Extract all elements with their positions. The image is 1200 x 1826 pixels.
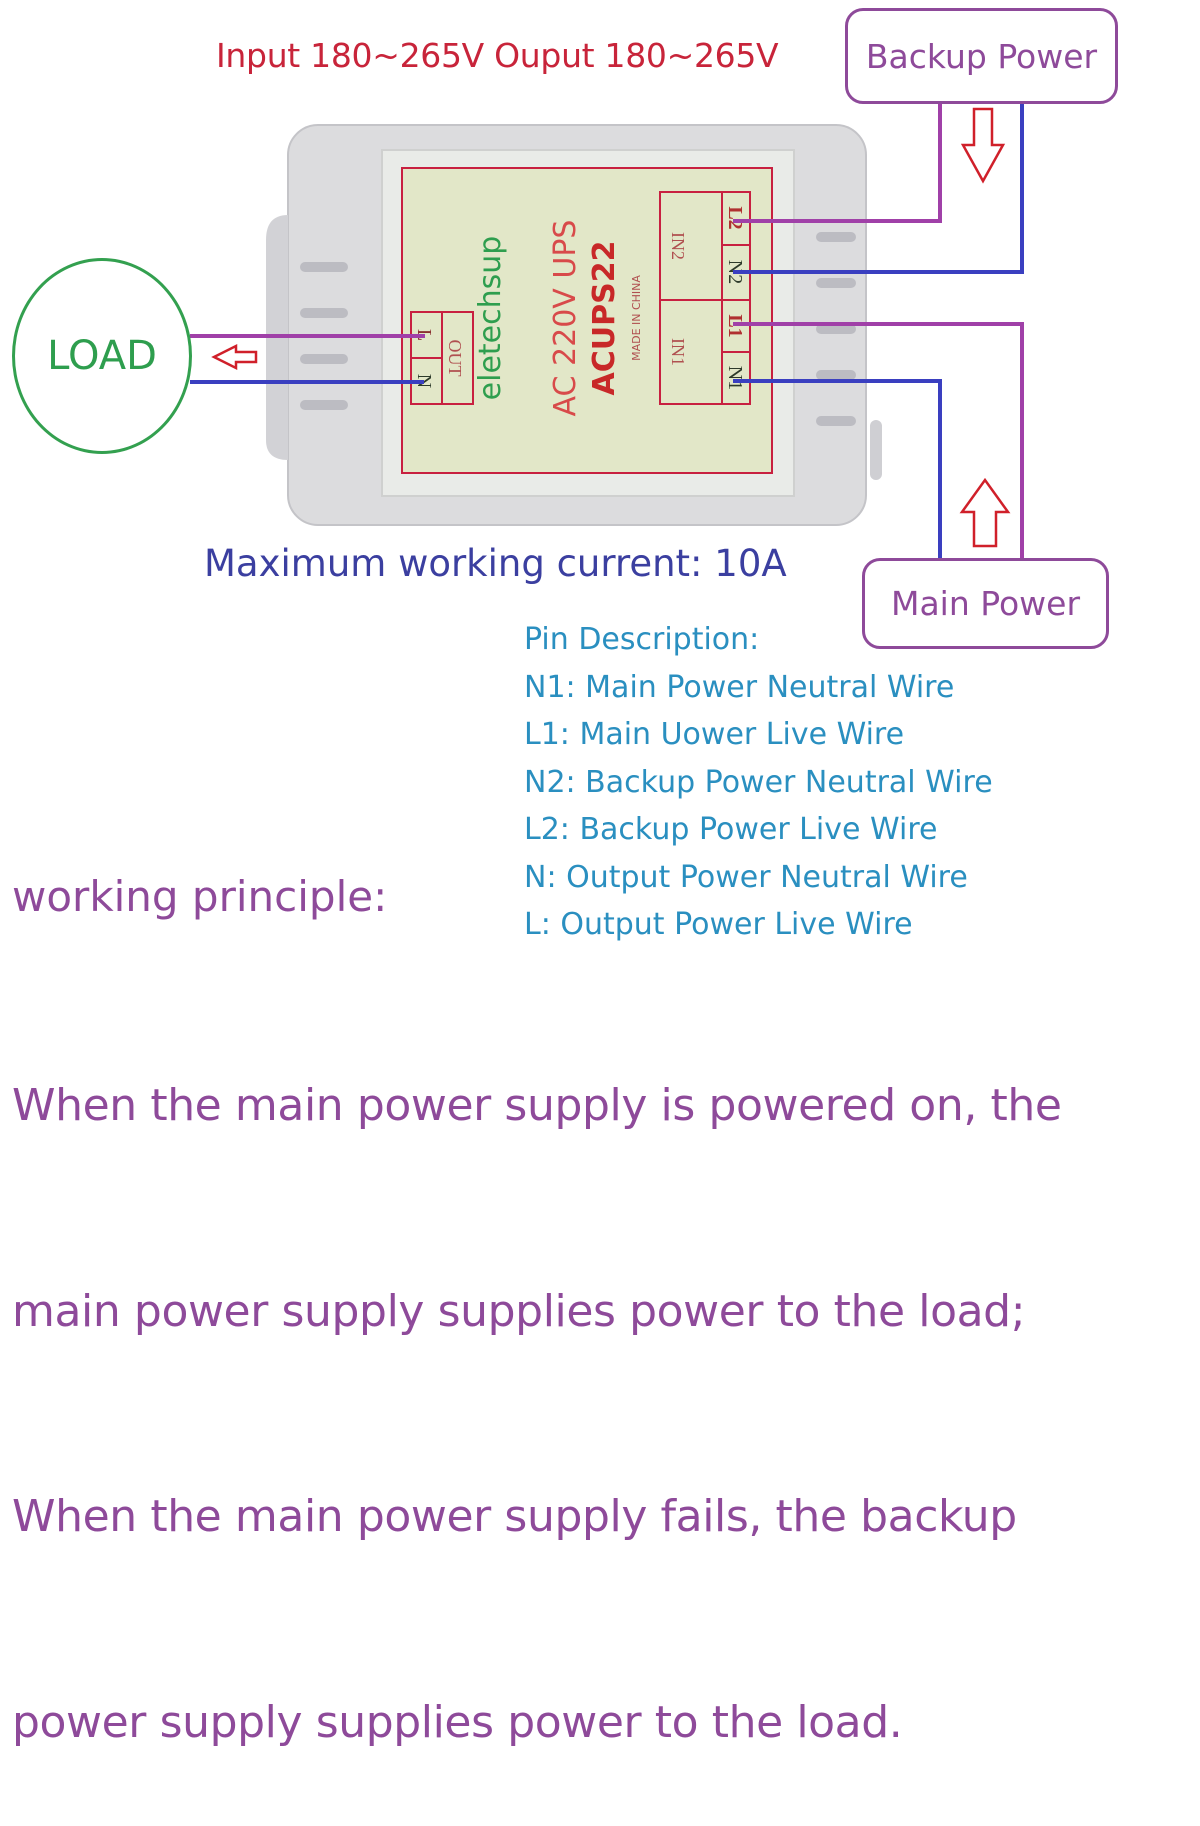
max-current-spec: Maximum working current: 10A	[204, 542, 787, 585]
device-origin: MADE IN CHINA	[630, 275, 643, 361]
principle-line: power supply supplies power to the load.	[12, 1696, 903, 1748]
pin-description-item: L: Output Power Live Wire	[524, 907, 913, 942]
backup-power-label: Backup Power	[865, 36, 1098, 76]
wire-main-live	[733, 322, 1024, 558]
backup-power-source: Backup Power	[845, 8, 1118, 104]
principle-line: When the main power supply fails, the ba…	[12, 1491, 1017, 1542]
device-brand: eletechsup	[473, 236, 508, 401]
out-block-title: OUT	[445, 340, 465, 377]
pin-description-item: N2: Backup Power Neutral Wire	[524, 764, 993, 800]
pin-label-n1: N1	[724, 366, 746, 390]
pin-description-item: L2: Backup Power Live Wire	[524, 812, 938, 847]
vent-slots-right	[816, 232, 856, 426]
principle-line: When the main power supply is powered on…	[12, 1080, 1062, 1131]
main-power-source: Main Power	[862, 558, 1109, 649]
arrow-up-icon	[959, 477, 1011, 548]
in2-block-title: IN2	[668, 232, 688, 260]
pin-description-title: Pin Description:	[524, 622, 760, 657]
output-terminal-block	[410, 311, 474, 405]
load-circle: LOAD	[12, 258, 192, 454]
device-model-line: AC 220V UPS	[548, 220, 583, 417]
io-voltage-spec: Input 180~265V Ouput 180~265V	[216, 36, 779, 75]
pin-description-item: L1: Main Uower Live Wire	[524, 717, 905, 752]
working-principle-text: When the main power supply is powered on…	[12, 935, 1062, 1826]
wiring-diagram: L N OUT L2 N2 L1 N1 IN2 IN1 eletechsup A…	[190, 104, 1024, 558]
pin-description-item: N1: Main Power Neutral Wire	[524, 669, 955, 705]
working-principle-title: working principle:	[12, 872, 388, 921]
arrow-left-icon	[211, 343, 258, 371]
input-terminal-block	[659, 191, 751, 405]
wire-backup-neutral	[733, 104, 1024, 274]
arrow-down-icon	[960, 107, 1006, 184]
device-model: ACUPS22	[587, 241, 622, 396]
vent-slots-left	[300, 262, 348, 410]
load-label: LOAD	[47, 333, 157, 379]
main-power-label: Main Power	[890, 584, 1081, 623]
wire-backup-live	[733, 104, 942, 223]
principle-line: main power supply supplies power to the …	[12, 1285, 1026, 1337]
pin-description: Pin Description: N1: Main Power Neutral …	[524, 616, 993, 949]
ups-module	[266, 124, 882, 526]
in1-block-title: IN1	[668, 338, 688, 366]
pin-label-l2: L2	[724, 206, 746, 229]
wire-main-neutral	[733, 379, 942, 558]
pin-description-item: N: Output Power Neutral Wire	[524, 859, 968, 895]
